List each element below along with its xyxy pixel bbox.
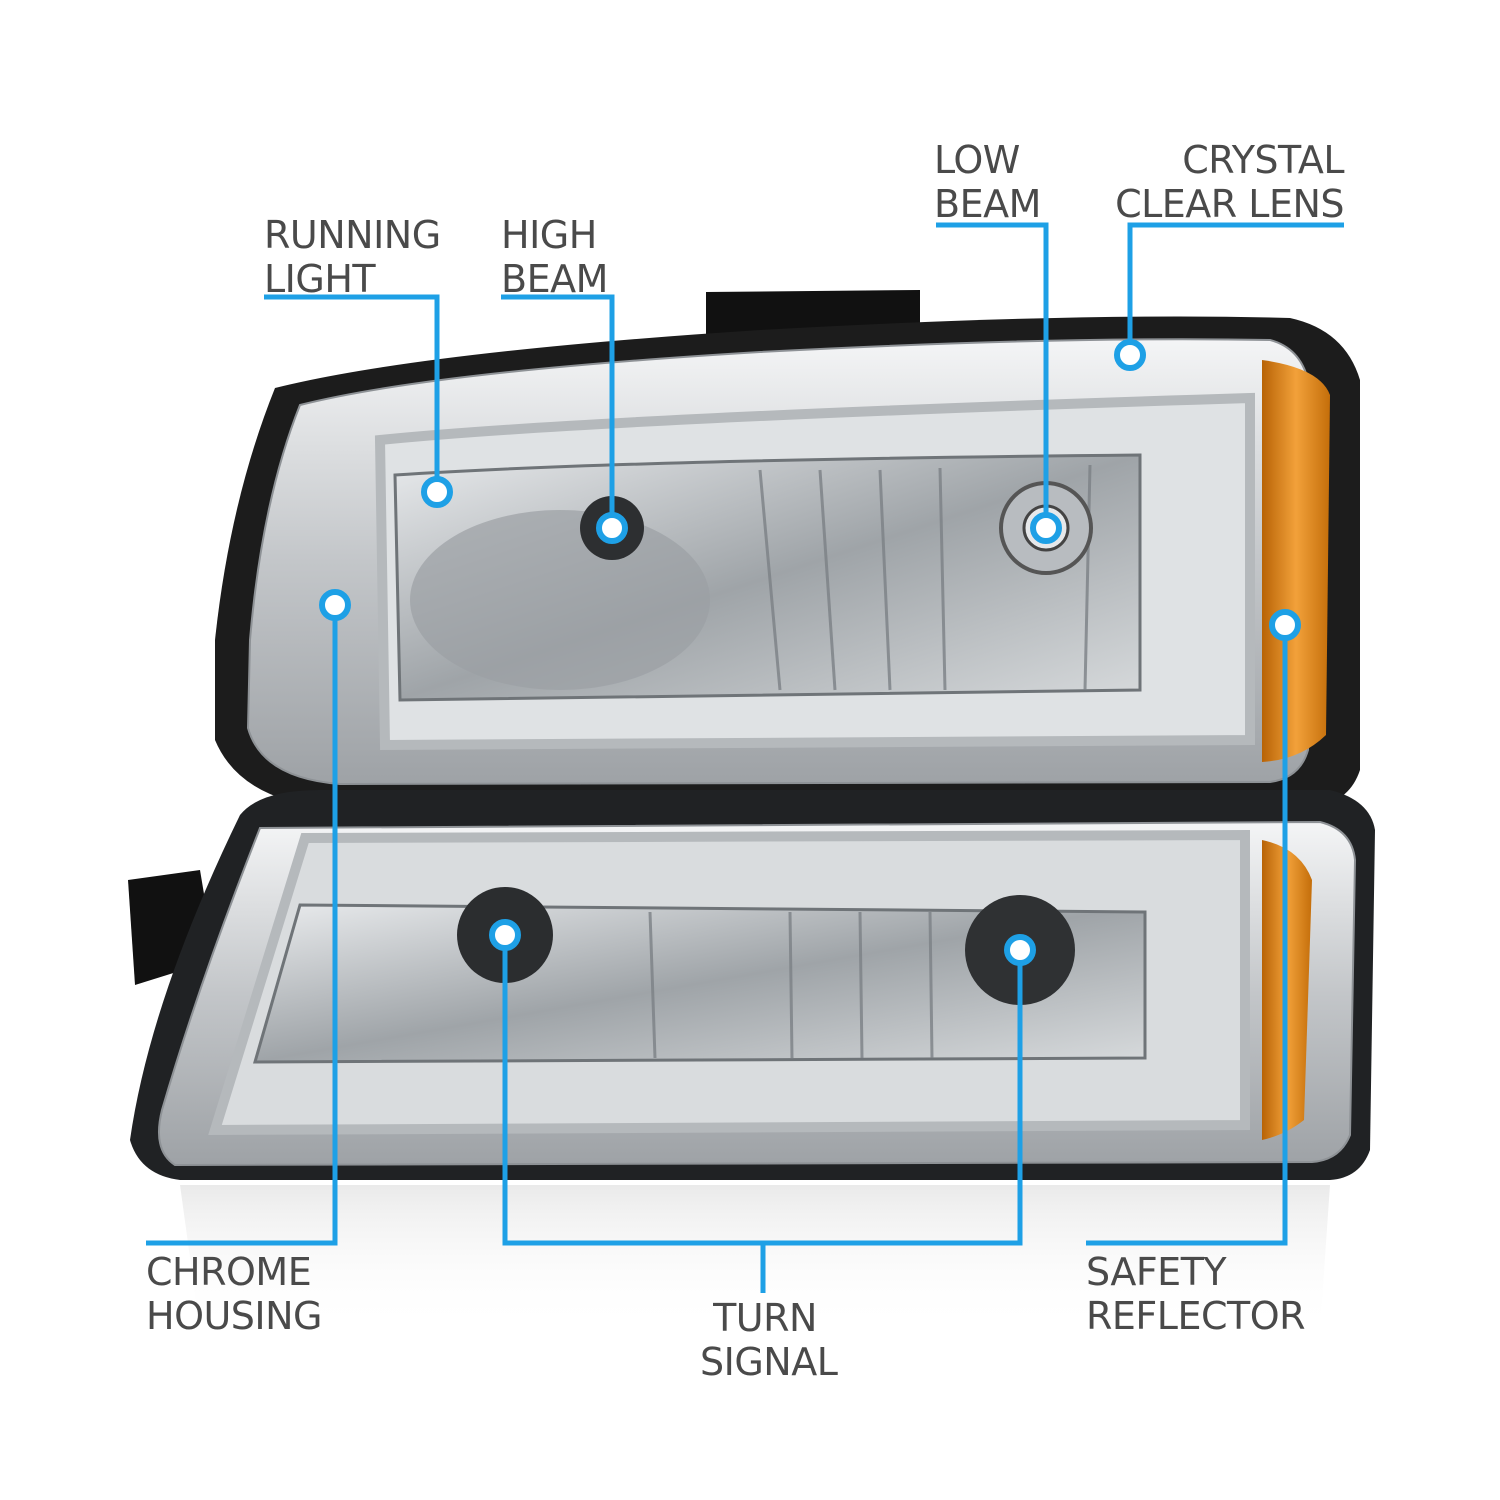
headlight-unit (215, 290, 1360, 808)
running-light-dot (421, 476, 453, 508)
crystal-clear-lens-label-line2: CLEAR LENS (1115, 182, 1344, 226)
high-beam-label-line2: BEAM (501, 257, 608, 301)
turn-signal-right-dot (1004, 934, 1036, 966)
safety-reflector-dot (1269, 609, 1301, 641)
safety-reflector-label-line1: SAFETY (1086, 1250, 1227, 1294)
safety-reflector-label: SAFETY REFLECTOR (1086, 1250, 1306, 1338)
chrome-housing-callout-line (146, 605, 338, 1246)
high-beam-label-line1: HIGH (501, 213, 597, 257)
turn-signal-label-line2: SIGNAL (700, 1340, 838, 1384)
low-beam-dot (1030, 512, 1062, 544)
floor-reflection (180, 1185, 1330, 1330)
crystal-clear-lens-dot (1114, 339, 1146, 371)
low-beam-label: LOW BEAM (934, 138, 1041, 226)
running-light-label-line1: RUNNING (264, 213, 441, 257)
low-beam-callout-line (936, 222, 1049, 528)
crystal-clear-lens-callout-line (1127, 222, 1344, 355)
bumper-lamp-unit (128, 790, 1375, 1180)
safety-reflector-label-line2: REFLECTOR (1086, 1294, 1306, 1338)
turn-signal-label-line1: TURN (713, 1296, 817, 1340)
low-beam-label-line2: BEAM (934, 182, 1041, 226)
chrome-housing-label: CHROME HOUSING (146, 1250, 323, 1338)
callout-dots (319, 339, 1301, 966)
high-beam-callout-line (501, 294, 615, 528)
crystal-clear-lens-label: CRYSTAL CLEAR LENS (1115, 138, 1344, 226)
chrome-housing-label-line2: HOUSING (146, 1294, 323, 1338)
callout-lines (146, 222, 1344, 1293)
chrome-housing-label-line1: CHROME (146, 1250, 312, 1294)
low-beam-label-line1: LOW (934, 138, 1020, 182)
crystal-clear-lens-label-line1: CRYSTAL (1182, 138, 1344, 182)
turn-signal-label: TURN SIGNAL (700, 1296, 838, 1384)
high-beam-label: HIGH BEAM (501, 213, 608, 301)
safety-reflector-callout-line (1086, 625, 1288, 1246)
running-light-label: RUNNING LIGHT (264, 213, 441, 301)
running-light-label-line2: LIGHT (264, 257, 376, 301)
high-beam-dot (596, 512, 628, 544)
chrome-housing-dot (319, 589, 351, 621)
turn-signal-left-dot (489, 919, 521, 951)
running-light-callout-line (264, 294, 440, 492)
